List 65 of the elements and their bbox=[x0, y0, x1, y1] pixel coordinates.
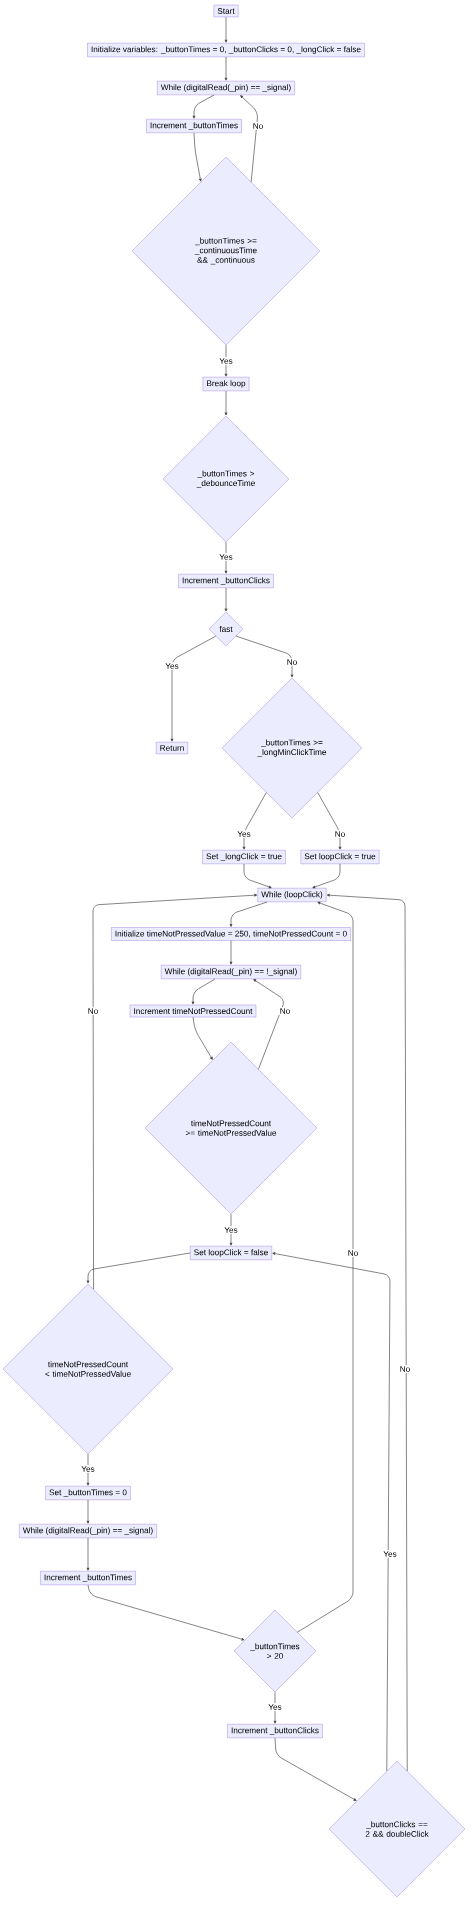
process-box: Break loop bbox=[202, 377, 250, 392]
arrow bbox=[242, 792, 267, 850]
arrow bbox=[272, 1252, 391, 1772]
arrow bbox=[229, 940, 233, 965]
arrow bbox=[224, 56, 228, 81]
arrow bbox=[87, 1584, 245, 1641]
process-box: Return bbox=[156, 741, 188, 755]
arrow bbox=[170, 635, 217, 742]
edge-label: Yes bbox=[223, 1226, 239, 1234]
arrow bbox=[229, 901, 268, 927]
arrow bbox=[193, 132, 202, 182]
edge-label: Yes bbox=[164, 662, 180, 670]
edge-label: Yes bbox=[218, 553, 234, 561]
arrow bbox=[224, 541, 228, 574]
arrow bbox=[235, 635, 294, 678]
arrow bbox=[240, 95, 258, 183]
process-box: While (digitalRead(_pin) == _signal) bbox=[19, 1524, 157, 1539]
edge-label: No bbox=[285, 658, 299, 666]
edge-label: Yes bbox=[267, 1703, 283, 1711]
arrow bbox=[229, 1213, 233, 1246]
arrow bbox=[317, 792, 342, 850]
process-box: Initialize variables: _buttonTimes = 0, _buttonClicks = 0, _longClick = false bbox=[87, 43, 365, 57]
edge-label: No bbox=[346, 1249, 360, 1257]
arrow bbox=[86, 1499, 90, 1524]
arrow bbox=[253, 979, 284, 1070]
arrow bbox=[224, 587, 228, 612]
process-box: Increment timeNotPressedCount bbox=[129, 1004, 257, 1018]
arrow bbox=[274, 1737, 357, 1801]
edge-label: Yes bbox=[218, 357, 234, 365]
arrow bbox=[86, 1252, 191, 1284]
arrow bbox=[224, 16, 228, 43]
process-box: Increment _buttonTimes bbox=[146, 119, 242, 133]
arrow bbox=[243, 863, 272, 889]
process-box: While (digitalRead(_pin) == !_signal) bbox=[161, 965, 301, 980]
arrow bbox=[224, 390, 228, 416]
edge-label: No bbox=[398, 1365, 412, 1373]
arrow bbox=[326, 893, 408, 1772]
edge-label: Yes bbox=[382, 1550, 398, 1558]
process-box: Increment _buttonClicks bbox=[178, 574, 274, 588]
process-box: Initialize timeNotPressedValue = 250, timeNotPressedCount = 0 bbox=[111, 927, 351, 941]
arrow bbox=[86, 1537, 90, 1571]
arrow bbox=[312, 863, 341, 889]
arrow bbox=[224, 344, 228, 377]
edge-label: Yes bbox=[80, 1465, 96, 1473]
process-box: Increment _buttonTimes bbox=[40, 1571, 136, 1585]
process-box: Increment _buttonClicks bbox=[227, 1724, 323, 1738]
process-box: Set _buttonTimes = 0 bbox=[45, 1486, 131, 1500]
arrow bbox=[92, 893, 258, 1290]
arrow bbox=[191, 978, 216, 1005]
edge-label: No bbox=[333, 830, 347, 838]
process-box: Set _longClick = true bbox=[202, 850, 286, 865]
process-box: Set loopClick = true bbox=[300, 850, 380, 865]
arrow bbox=[297, 901, 354, 1633]
arrow bbox=[192, 1016, 213, 1060]
edge-label: No bbox=[86, 1007, 100, 1015]
arrow bbox=[273, 1691, 277, 1724]
arrow bbox=[192, 94, 215, 119]
process-box: While (loopClick) bbox=[257, 888, 327, 903]
process-box: Start bbox=[213, 4, 239, 18]
process-box: Set loopClick = false bbox=[190, 1246, 272, 1261]
process-box: While (digitalRead(_pin) == _signal) bbox=[157, 81, 295, 95]
edge-label: No bbox=[278, 1007, 292, 1015]
edge-label: No bbox=[251, 122, 265, 130]
edge-label: Yes bbox=[236, 830, 252, 838]
arrow bbox=[86, 1453, 90, 1486]
